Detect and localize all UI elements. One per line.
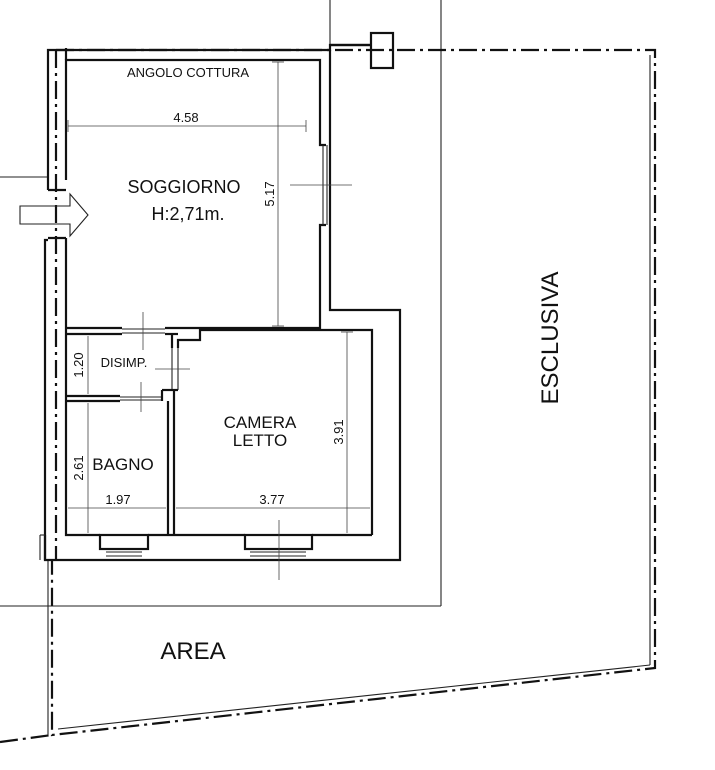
bedroom-label-line1: CAMERA xyxy=(224,413,297,432)
area-label: AREA xyxy=(160,638,225,665)
bedroom-label-line2: LETTO xyxy=(233,431,287,450)
living-width-dimension: 4.58 xyxy=(173,110,198,125)
bedroom-width-dimension: 3.77 xyxy=(259,492,284,507)
bedroom-depth-dimension: 3.91 xyxy=(331,419,346,444)
exclusive-area-boundary xyxy=(0,48,657,744)
hall-depth-dimension: 1.20 xyxy=(71,352,86,377)
outer-walls xyxy=(39,43,402,562)
living-window xyxy=(290,145,352,225)
living-room-label: SOGGIORNO xyxy=(127,177,240,197)
kitchen-label: ANGOLO COTTURA xyxy=(127,65,249,80)
living-room-height: H:2,71m. xyxy=(151,204,224,224)
living-depth-dimension: 5.17 xyxy=(262,181,277,206)
exclusive-label: ESCLUSIVA xyxy=(537,272,564,405)
bath-window xyxy=(98,533,150,557)
hall-label: DISIMP. xyxy=(101,355,148,370)
bath-width-dimension: 1.97 xyxy=(105,492,130,507)
bath-label: BAGNO xyxy=(92,455,153,474)
bath-depth-dimension: 2.61 xyxy=(71,455,86,480)
interior-walls xyxy=(66,312,202,535)
dimension-lines xyxy=(67,61,370,533)
bedroom-window xyxy=(243,520,314,580)
entrance-arrow-icon xyxy=(19,192,89,238)
